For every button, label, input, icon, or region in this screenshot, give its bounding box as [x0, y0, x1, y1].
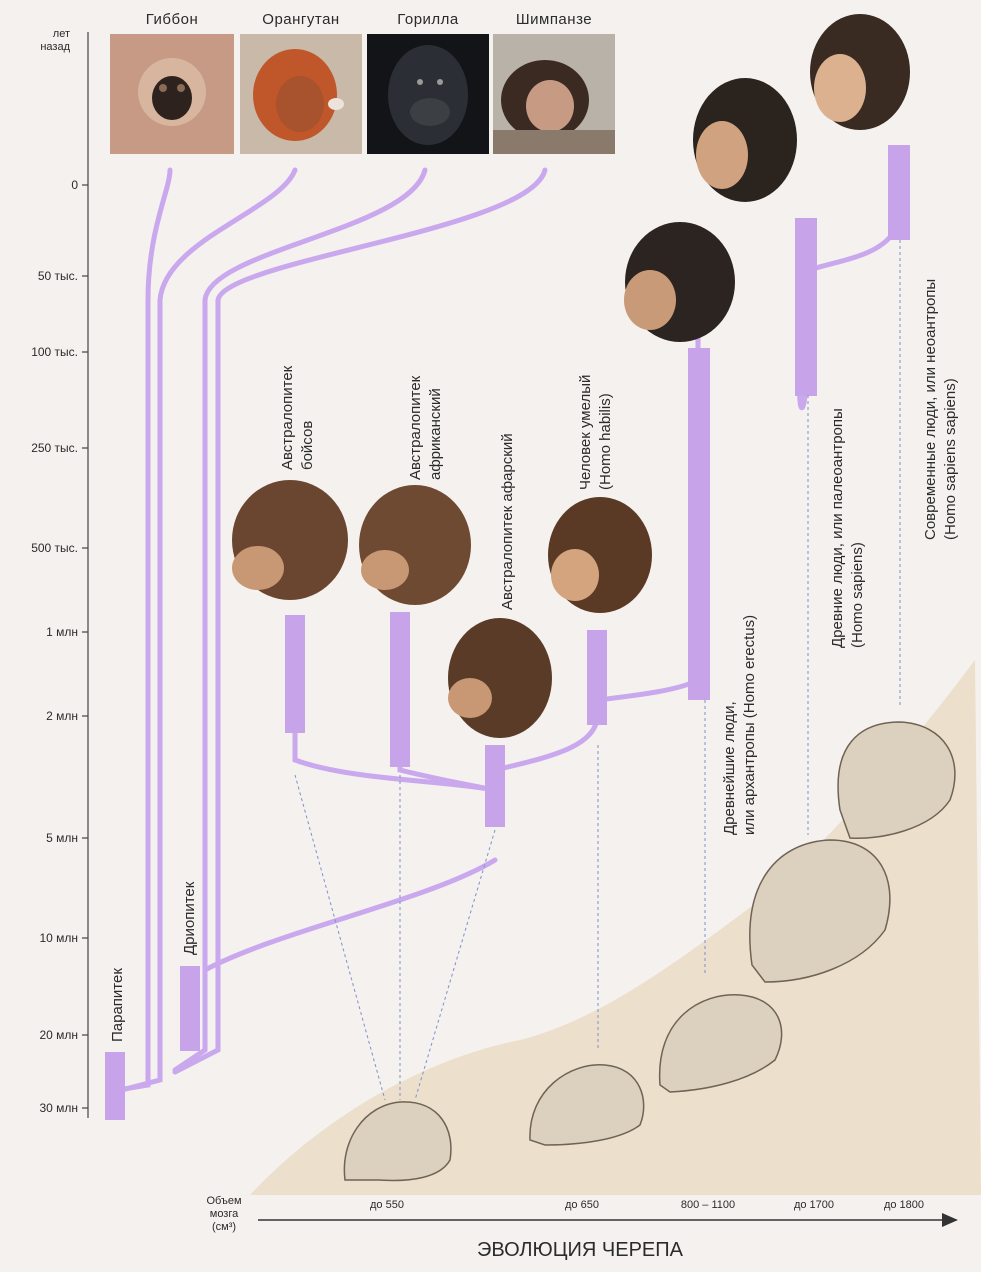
label-paleo: Древние люди, или палеоантропы(Homo sapi…	[829, 408, 866, 648]
head-africanus	[359, 485, 471, 605]
axis-tick-label: 2 млн	[46, 709, 78, 723]
ape-photo-gorilla	[367, 34, 489, 154]
bar-parapitek	[105, 1052, 125, 1120]
bar-paleo	[795, 218, 817, 396]
bar-africanus	[390, 612, 410, 767]
head-erectus	[624, 222, 735, 342]
bar-boisei	[285, 615, 305, 733]
axis-tick-label: 50 тыс.	[38, 269, 78, 283]
ape-photo-orangutan	[240, 34, 362, 154]
axis-tick-label: 500 тыс.	[31, 541, 78, 555]
brain-volume-value: 800 – 1100	[681, 1199, 735, 1211]
label-neo: Современные люди, или неоантропы(Homo sa…	[922, 279, 959, 540]
axis-tick-label: 20 млн	[39, 1028, 78, 1042]
footer-title: ЭВОЛЮЦИЯ ЧЕРЕПА	[477, 1239, 684, 1261]
bar-driopitek	[180, 966, 200, 1051]
axis-tick-label: 1 млн	[46, 625, 78, 639]
bar-neo	[888, 145, 910, 240]
ape-label-gorilla: Горилла	[397, 11, 459, 28]
axis-tick-label: 250 тыс.	[31, 441, 78, 455]
bar-erectus	[688, 348, 710, 700]
ape-photo-gibbon	[110, 34, 234, 154]
axis-tick-label: 10 млн	[39, 931, 78, 945]
label-habilis: Человек умелый(Homo habilis)	[577, 375, 614, 490]
head-boisei	[232, 480, 348, 600]
head-habilis	[548, 497, 652, 613]
axis-tick-label: 0	[71, 178, 78, 192]
label-parapitek: Парапитек	[109, 968, 126, 1042]
brain-volume-value: до 650	[565, 1199, 599, 1211]
axis-tick-label: 30 млн	[39, 1101, 78, 1115]
bar-habilis	[587, 630, 607, 725]
head-paleo	[693, 78, 797, 202]
label-driopitek: Дриопитек	[181, 881, 198, 955]
head-neo	[810, 14, 910, 130]
arrow-head-icon	[942, 1213, 958, 1227]
ape-label-gibbon: Гиббон	[146, 11, 198, 28]
axis-tick-label: 5 млн	[46, 831, 78, 845]
ape-label-chimpanzee: Шимпанзе	[516, 11, 592, 28]
brain-volume-value: до 1700	[794, 1199, 834, 1211]
ape-photo-chimpanzee	[493, 34, 615, 154]
brain-volume-value: до 1800	[884, 1199, 924, 1211]
label-erectus: Древнейшие люди,или архантропы (Homo ere…	[721, 615, 758, 835]
ape-label-orangutan: Орангутан	[262, 11, 339, 28]
bar-afarensis	[485, 745, 505, 827]
axis-tick-label: 100 тыс.	[31, 345, 78, 359]
head-afarensis	[448, 618, 552, 738]
label-afarensis: Австралопитек афарский	[499, 433, 516, 610]
brain-volume-value: до 550	[370, 1199, 404, 1211]
